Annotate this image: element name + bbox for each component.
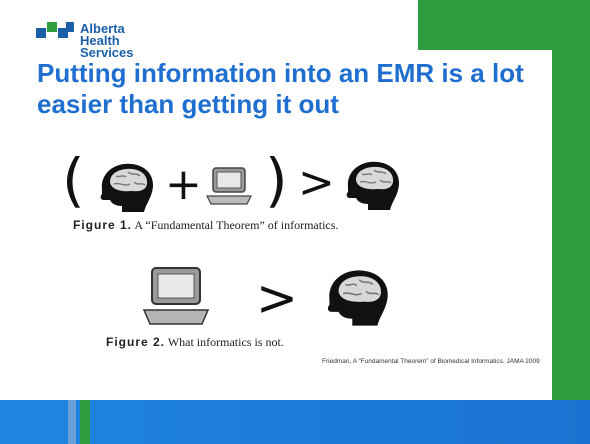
- logo-line2: Services: [80, 45, 134, 60]
- figure2-caption-line: Figure 2. What informatics is not.: [106, 335, 284, 350]
- footer-band: [0, 400, 590, 444]
- computer-icon: [142, 267, 210, 325]
- logo-square: [47, 22, 57, 32]
- footer-accent: [68, 400, 76, 444]
- plus-sign: +: [165, 159, 202, 210]
- logo-line1: Alberta Health: [80, 21, 125, 48]
- green-side-band: [552, 0, 590, 400]
- footer-accent: [80, 400, 90, 444]
- figure2-label: Figure 2.: [106, 335, 166, 349]
- citation: Friedman, A “Fundamental Theorem” of Bio…: [322, 358, 540, 365]
- greater-than: >: [298, 157, 335, 208]
- head-brain-icon: [100, 163, 154, 212]
- computer-icon: [206, 167, 252, 205]
- close-paren: ): [265, 146, 288, 214]
- figure1-label: Figure 1.: [73, 218, 133, 232]
- logo-square: [36, 28, 46, 38]
- slide-title: Putting information into an EMR is a lot…: [37, 58, 524, 119]
- figure1-caption: A “Fundamental Theorem” of informatics.: [134, 218, 339, 232]
- figure2-caption: What informatics is not.: [167, 335, 284, 349]
- logo-square: [58, 28, 68, 38]
- logo-square: [66, 22, 74, 32]
- head-brain-icon: [327, 270, 388, 326]
- head-brain-icon: [346, 161, 400, 210]
- figure1-caption-line: Figure 1. A “Fundamental Theorem” of inf…: [73, 218, 338, 233]
- logo-text: Alberta Health Services: [80, 21, 134, 60]
- open-paren: (: [62, 146, 85, 214]
- greater-than: >: [256, 269, 298, 327]
